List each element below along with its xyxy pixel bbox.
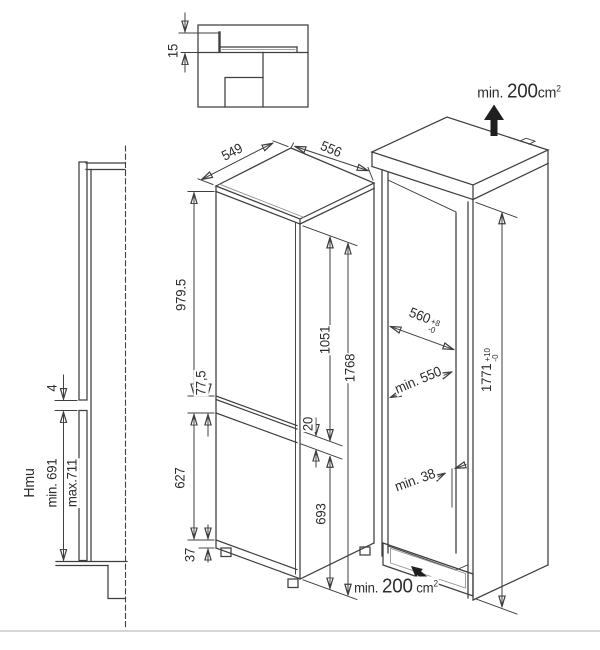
dim-20-label: 20 xyxy=(299,415,316,433)
top-detail-view xyxy=(178,12,309,108)
upper-furniture-door xyxy=(78,161,88,401)
dim-627-label: 627 xyxy=(171,466,188,490)
dim-1051-label: 1051 xyxy=(316,324,333,356)
niche-height-value: 1771 xyxy=(478,363,494,392)
bottom-vent-area-label: min.200 cm2 xyxy=(353,575,439,598)
top-vent-area-label: min.200cm2 xyxy=(476,80,562,103)
hmu-label: Hmu xyxy=(21,467,39,499)
rear-foot xyxy=(359,546,371,556)
niche-height-tol-minus: -0 xyxy=(490,354,500,362)
lower-furniture-door xyxy=(78,409,88,562)
top-airflow-arrow-icon xyxy=(484,104,504,136)
top-vent-unit: cm xyxy=(537,84,557,102)
dim-1771-label: 1771+10-0 xyxy=(478,347,500,393)
front-right-foot xyxy=(287,578,299,589)
front-left-foot xyxy=(220,547,232,558)
niche-view xyxy=(370,104,550,615)
max-711-label: max.711 xyxy=(63,457,80,509)
dim-77-label: 77,5 xyxy=(192,369,209,397)
dim-37-label: 37 xyxy=(181,546,198,564)
bottom-vent-prefix: min. xyxy=(354,579,379,596)
dim-4-label: 4 xyxy=(43,383,60,393)
side-view xyxy=(54,145,128,629)
min-691-label: min. 691 xyxy=(43,457,60,509)
dim-693-label: 693 xyxy=(312,502,329,526)
bottom-vent-value: 200 xyxy=(381,575,413,598)
top-vent-value: 200 xyxy=(506,80,538,103)
bottom-vent-unit: cm xyxy=(416,579,434,596)
dim-15-label: 15 xyxy=(164,42,181,60)
top-vent-prefix: min. xyxy=(477,84,504,102)
dim-979-label: 979.5 xyxy=(172,278,189,312)
dim-1768-label: 1768 xyxy=(341,352,358,384)
top-vent-sup: 2 xyxy=(556,83,561,94)
bottom-vent-sup: 2 xyxy=(433,578,438,589)
niche-height-tolerance: +10-0 xyxy=(482,348,500,362)
